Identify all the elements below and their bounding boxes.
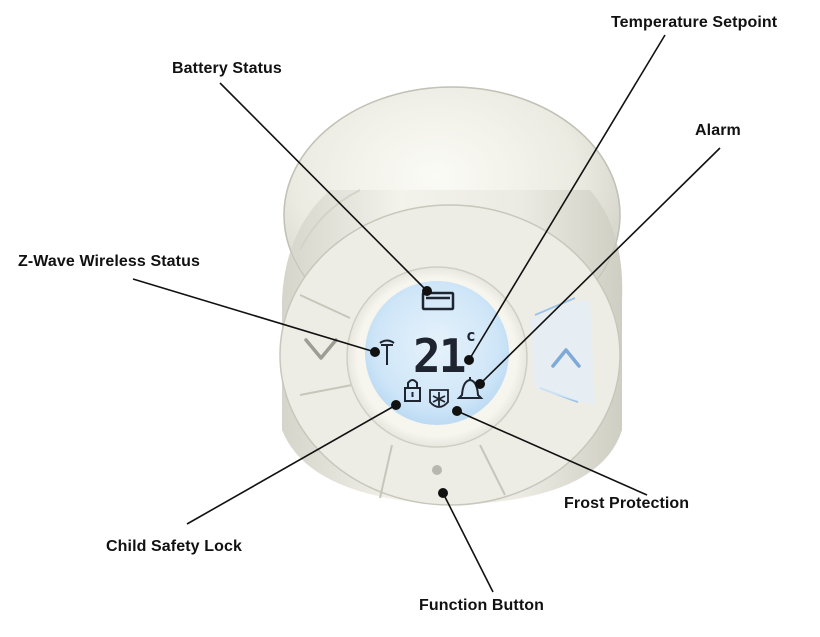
antenna-icon	[379, 339, 395, 365]
leader-line-battery	[219, 82, 428, 292]
dot-function	[438, 488, 448, 498]
dot-zwave	[370, 347, 380, 357]
lock-icon	[404, 379, 421, 402]
label-function-button: Function Button	[419, 597, 545, 614]
label-frost-protection: Frost Protection	[564, 495, 690, 512]
leader-line-alarm	[479, 147, 721, 385]
leader-line-temperature	[468, 34, 666, 361]
leader-lines	[132, 34, 721, 593]
label-zwave-wireless-status: Z-Wave Wireless Status	[18, 253, 200, 270]
dot-frost	[452, 406, 462, 416]
down-button[interactable]	[304, 338, 338, 360]
label-temperature-setpoint: Temperature Setpoint	[611, 14, 778, 31]
snowflake-shield-icon	[429, 389, 449, 408]
function-button[interactable]	[432, 465, 442, 475]
leader-line-zwave	[132, 278, 376, 353]
function-button-dot-icon	[432, 465, 442, 475]
chevron-down-icon	[304, 338, 338, 360]
temperature-readout: 21 c	[413, 326, 476, 383]
dot-battery	[422, 286, 432, 296]
leader-line-function	[442, 492, 494, 593]
dot-temperature	[464, 355, 474, 365]
battery-icon	[421, 291, 455, 311]
temperature-digits: 21	[413, 329, 465, 383]
up-button[interactable]	[551, 348, 581, 368]
label-child-safety-lock: Child Safety Lock	[106, 538, 242, 555]
leader-line-frost	[456, 410, 648, 496]
dot-alarm	[475, 379, 485, 389]
chevron-up-icon	[551, 348, 581, 368]
bell-icon	[456, 377, 484, 399]
label-alarm: Alarm	[695, 122, 741, 139]
leader-dots	[370, 286, 485, 498]
lcd-display	[365, 281, 509, 425]
label-battery-status: Battery Status	[172, 60, 282, 77]
leader-line-lock	[186, 404, 397, 525]
dot-lock	[391, 400, 401, 410]
temperature-unit: c	[466, 326, 476, 345]
